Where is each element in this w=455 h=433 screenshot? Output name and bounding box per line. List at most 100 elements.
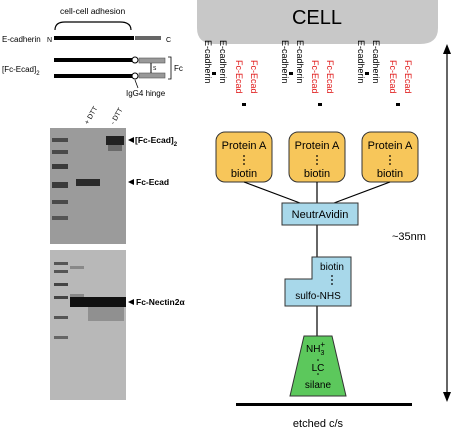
- ladder-band: [54, 270, 68, 273]
- fc-ecad-label: Fc-Ecad: [234, 60, 244, 94]
- lc-label: LC: [312, 363, 325, 374]
- ecadherin-label: E-cadherin: [371, 40, 381, 84]
- substrate: etched c/s: [236, 403, 412, 430]
- protein-a-label: Protein A: [222, 140, 267, 152]
- ecadherin-label: E-cadherin: [280, 40, 290, 84]
- protein-schematic: cell-cell adhesion E-cadherin N C [Fc-Ec…: [2, 6, 183, 98]
- ladder-band: [52, 150, 68, 154]
- ecadherin-label: E-cadherin: [218, 40, 228, 84]
- neutravidin-label: NeutrAvidin: [292, 209, 349, 221]
- ladder-band: [52, 164, 68, 169]
- sulfo-nhs-linker: biotin sulfo-NHS: [284, 256, 352, 307]
- adhesion-bracket: [54, 21, 132, 31]
- connectors: [243, 181, 391, 336]
- ecadherin-row-label: E-cadherin: [2, 35, 41, 44]
- fc-bracket: [168, 56, 172, 80]
- fc-domain-top: [138, 57, 166, 64]
- fc-ecad-label: Fc-Ecad: [325, 60, 335, 94]
- adhesion-label: cell-cell adhesion: [60, 6, 125, 16]
- fc-link-tick: [318, 103, 322, 106]
- fc-link-tick: [396, 103, 400, 106]
- adhesion-tick: [289, 72, 293, 75]
- hinge-bottom: [131, 72, 139, 80]
- linker-shape: [284, 256, 352, 307]
- hinge-label: IgG4 hinge: [126, 89, 166, 98]
- fc-ecad-label: Fc-Ecad: [249, 60, 259, 94]
- gel-bottom-background: [50, 250, 126, 400]
- distance-label: ~35nm: [392, 231, 426, 243]
- nectin-band: [70, 297, 126, 307]
- monomer-arrow-icon: [128, 179, 134, 185]
- ecadherin-cyto-bar: [135, 36, 161, 40]
- silane-label: silane: [305, 380, 332, 391]
- ladder-band: [54, 283, 68, 286]
- ladder-band: [54, 336, 68, 339]
- ladder-band: [52, 138, 68, 142]
- sulfo-nhs-label: sulfo-NHS: [295, 291, 341, 302]
- protein-a-box: Protein A biotin: [288, 131, 346, 183]
- hinge-pointer: [134, 79, 139, 89]
- fc-ecad-label: Fc-Ecad: [403, 60, 413, 94]
- protein-a-label: Protein A: [368, 140, 413, 152]
- minus-dtt-band: [106, 136, 124, 145]
- nectin-arrow-icon: [128, 299, 134, 305]
- fc-label: Fc: [174, 64, 183, 73]
- cell: CELL: [197, 0, 438, 44]
- neutravidin: NeutrAvidin: [281, 202, 359, 226]
- ladder-band: [52, 200, 68, 204]
- distance-indicator: ~35nm: [392, 44, 451, 402]
- biotin-label: biotin: [231, 168, 257, 180]
- gel-top: + DTT - DTT [Fc-Ecad]2 Fc-Ecad: [50, 105, 178, 244]
- lane-label-minus-dtt: - DTT: [110, 106, 125, 126]
- dimer-label: [Fc-Ecad]2: [135, 135, 178, 148]
- adhesion-molecules: E-cadherin E-cadherin Fc-Ecad Fc-Ecad E-…: [203, 40, 413, 106]
- minus-dtt-smear: [108, 145, 122, 151]
- adhesion-tick: [365, 72, 369, 75]
- protein-a-label: Protein A: [295, 140, 340, 152]
- protein-a-box: Protein A biotin: [215, 131, 273, 183]
- nectin-label: Fc-Nectin2α: [136, 297, 185, 307]
- substrate-label: etched c/s: [293, 418, 344, 430]
- hinge-top: [131, 56, 139, 64]
- fc-domain-bottom: [138, 72, 166, 79]
- c-terminus-label: C: [166, 37, 171, 44]
- ladder-band: [54, 316, 68, 319]
- substrate-line: [236, 403, 412, 406]
- faint-lane-band: [70, 266, 84, 269]
- gel-bottom: Fc-Nectin2α: [50, 250, 185, 400]
- ecadherin-bar: [54, 36, 134, 40]
- ecadherin-label: E-cadherin: [203, 40, 213, 84]
- dimer-arrow-icon: [128, 137, 134, 143]
- n-terminus-label: N: [47, 37, 52, 44]
- arrow-down-icon: [443, 392, 451, 402]
- monomer-label: Fc-Ecad: [136, 177, 169, 187]
- biotin-label: biotin: [304, 168, 330, 180]
- nectin-smear: [88, 307, 124, 321]
- arrow-up-icon: [443, 44, 451, 54]
- linker-biotin-label: biotin: [320, 262, 344, 273]
- ecadherin-label: E-cadherin: [295, 40, 305, 84]
- fc-link-tick: [242, 103, 246, 106]
- protein-a-complexes: Protein A biotin Protein A biotin Protei…: [215, 131, 419, 183]
- protein-a-box: Protein A biotin: [361, 131, 419, 183]
- neutravidin-box: [281, 202, 359, 226]
- ladder-band: [52, 182, 68, 188]
- ecadherin-label: E-cadherin: [356, 40, 366, 84]
- cell-body: [197, 0, 438, 44]
- fc-ecad-row-label: [Fc-Ecad]2: [2, 65, 40, 77]
- biotin-label: biotin: [377, 168, 403, 180]
- fc-ecad-label: Fc-Ecad: [388, 60, 398, 94]
- faint-lane-band: [70, 294, 84, 297]
- ladder-band: [54, 262, 68, 265]
- ladder-band: [52, 216, 68, 220]
- silane-shape: [289, 335, 347, 397]
- cell-label: CELL: [292, 7, 342, 29]
- silane: NH3+ LC silane: [289, 335, 347, 397]
- lane-label-plus-dtt: + DTT: [84, 105, 100, 126]
- plus-dtt-band: [76, 179, 100, 186]
- fc-ecad-label: Fc-Ecad: [310, 60, 320, 94]
- fc-ecad-chain-bottom: [54, 74, 132, 78]
- ladder-band: [54, 296, 68, 299]
- fc-ecad-chain-top: [54, 58, 132, 62]
